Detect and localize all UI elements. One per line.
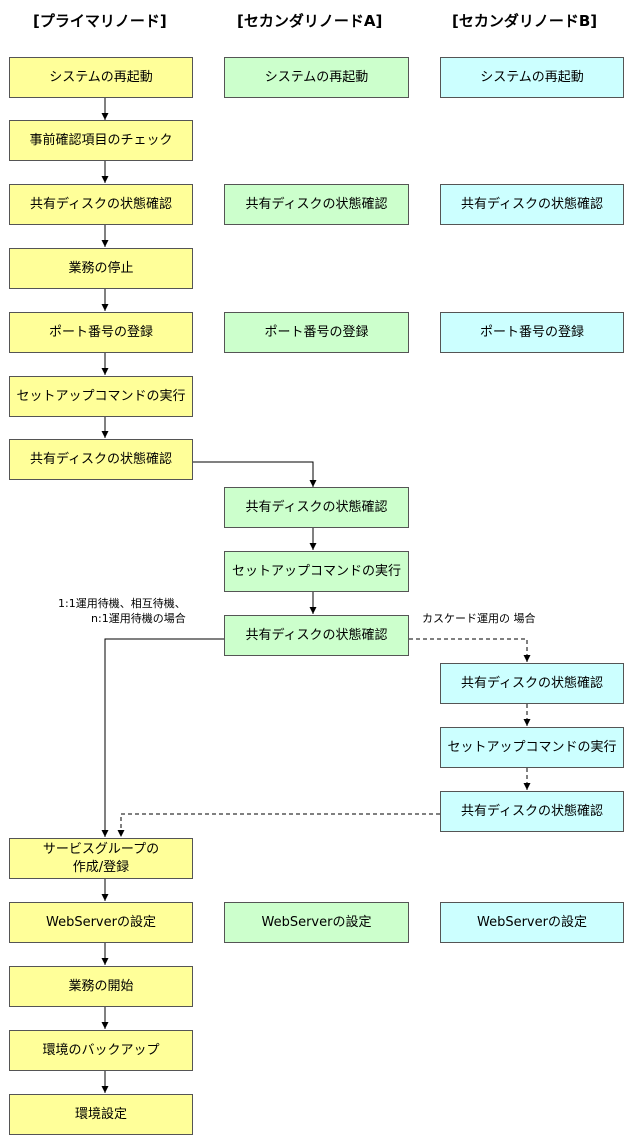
- primary-step-webserver-setup: WebServerの設定: [9, 902, 193, 943]
- primary-step-system-restart: システムの再起動: [9, 57, 193, 98]
- note-cascade-mode: カスケード運用の 場合: [422, 612, 536, 625]
- secondary-b-step-system-restart: システムの再起動: [440, 57, 624, 98]
- arrow-a6-b4-cascade: [409, 638, 531, 662]
- secondary-a-step-disk-check-3: 共有ディスクの状態確認: [224, 615, 409, 656]
- secondary-a-step-system-restart: システムの再起動: [224, 57, 409, 98]
- secondary-a-step-port-register: ポート番号の登録: [224, 312, 409, 353]
- primary-step-setup-command: セットアップコマンドの実行: [9, 376, 193, 417]
- secondary-a-step-setup-command: セットアップコマンドの実行: [224, 551, 409, 592]
- arrow-a6-p8: [101, 638, 224, 837]
- secondary-a-step-disk-check-2: 共有ディスクの状態確認: [224, 487, 409, 528]
- header-primary-node: [プライマリノード]: [33, 12, 167, 30]
- primary-step-precheck: 事前確認項目のチェック: [9, 120, 193, 161]
- secondary-a-step-webserver-setup: WebServerの設定: [224, 902, 409, 943]
- secondary-b-step-disk-check-1: 共有ディスクの状態確認: [440, 184, 624, 225]
- primary-step-disk-check-1: 共有ディスクの状態確認: [9, 184, 193, 225]
- secondary-b-step-webserver-setup: WebServerの設定: [440, 902, 624, 943]
- primary-step-stop-business: 業務の停止: [9, 248, 193, 289]
- primary-step-environment-setup: 環境設定: [9, 1094, 193, 1135]
- header-secondary-node-a: [セカンダリノードA]: [237, 12, 383, 30]
- primary-step-service-group: サービスグループの 作成/登録: [9, 838, 193, 879]
- secondary-b-step-port-register: ポート番号の登録: [440, 312, 624, 353]
- header-secondary-node-b: [セカンダリノードB]: [452, 12, 598, 30]
- secondary-b-step-disk-check-3: 共有ディスクの状態確認: [440, 791, 624, 832]
- arrow-p7-a4: [193, 461, 317, 487]
- note-standby-modes: 1:1運用待機、相互待機、 n:1運用待機の場合: [58, 597, 186, 625]
- secondary-b-step-disk-check-2: 共有ディスクの状態確認: [440, 663, 624, 704]
- arrow-b6-p8-cascade: [117, 813, 440, 837]
- primary-step-start-business: 業務の開始: [9, 966, 193, 1007]
- primary-step-port-register: ポート番号の登録: [9, 312, 193, 353]
- primary-step-disk-check-2: 共有ディスクの状態確認: [9, 439, 193, 480]
- secondary-b-step-setup-command: セットアップコマンドの実行: [440, 727, 624, 768]
- secondary-a-step-disk-check-1: 共有ディスクの状態確認: [224, 184, 409, 225]
- primary-step-backup: 環境のバックアップ: [9, 1030, 193, 1071]
